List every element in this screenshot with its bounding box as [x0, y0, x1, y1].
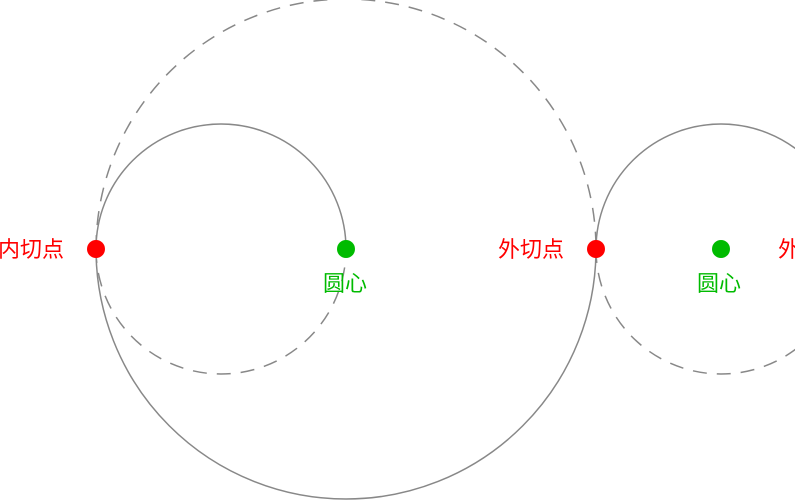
right-circle-upper-solid [595, 123, 795, 250]
left-circle-upper-solid [95, 123, 347, 250]
right-circle-lower-dashed [595, 248, 795, 375]
right-center-point [712, 240, 730, 258]
big-circle-lower-solid [95, 248, 597, 500]
internal-tangent-point [87, 240, 105, 258]
external-tangent-point [587, 240, 605, 258]
external-tangent-label-cut: 外 [778, 238, 795, 263]
external-tangent-label: 外切点 [498, 238, 565, 263]
big-circle-upper-dashed [95, 0, 597, 250]
left-center-point [337, 240, 355, 258]
right-center-label: 圆心 [697, 272, 742, 297]
left-circle-lower-dashed [95, 248, 347, 375]
internal-tangent-label: 内切点 [0, 238, 65, 263]
left-center-label: 圆心 [323, 272, 368, 297]
